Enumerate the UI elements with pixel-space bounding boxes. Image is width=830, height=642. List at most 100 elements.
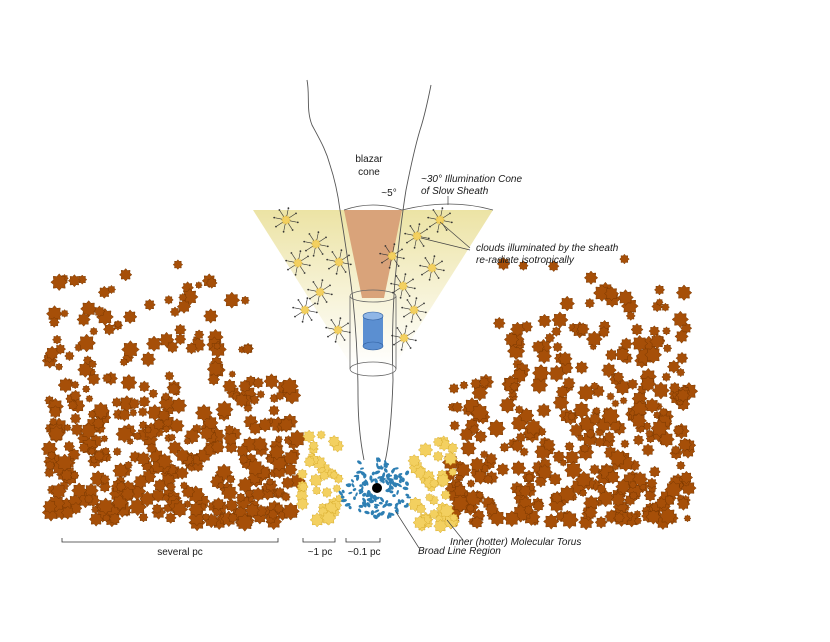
- dust-cloud: [559, 295, 575, 312]
- radiation-ray: [382, 257, 389, 263]
- radiation-ray: [392, 283, 400, 286]
- dust-cloud: [449, 420, 461, 432]
- dust-cloud: [605, 469, 621, 485]
- dust-cloud: [69, 412, 82, 425]
- radiation-ray: [418, 239, 424, 246]
- dust-cloud: [88, 511, 104, 527]
- torus-cloud: [316, 430, 327, 440]
- torus-cloud: [440, 489, 451, 501]
- blr-cloud: [388, 512, 392, 518]
- radiation-ray: [294, 307, 302, 310]
- illuminated-cloud: [300, 305, 310, 315]
- dust-cloud: [572, 401, 591, 419]
- dust-cloud: [274, 435, 284, 444]
- dust-cloud: [113, 319, 123, 329]
- dust-cloud: [111, 396, 123, 408]
- radiation-arrowhead: [285, 259, 288, 262]
- dust-cloud: [51, 334, 63, 345]
- dust-cloud: [639, 375, 657, 393]
- dust-cloud: [47, 425, 66, 443]
- blr-cloud: [366, 497, 373, 502]
- radiation-ray: [323, 285, 330, 291]
- radiation-ray: [410, 226, 416, 233]
- radiation-arrowhead: [401, 248, 403, 251]
- dust-cloud: [574, 360, 589, 375]
- dust-cloud: [588, 463, 601, 476]
- dust-cloud: [210, 439, 226, 455]
- radiation-arrowhead: [400, 348, 403, 351]
- dust-cloud: [194, 281, 203, 290]
- dust-cloud: [514, 404, 525, 415]
- radiation-arrowhead: [384, 245, 387, 247]
- dust-cloud: [199, 425, 215, 441]
- blr-cloud: [353, 474, 360, 478]
- radiation-arrowhead: [292, 306, 295, 309]
- radiation-ray: [407, 338, 415, 341]
- radiation-ray: [306, 245, 313, 251]
- radiation-arrowhead: [287, 268, 289, 271]
- dust-cloud: [87, 447, 96, 456]
- label-blazar: blazar: [355, 154, 383, 165]
- dust-cloud: [252, 436, 268, 452]
- dust-cloud: [617, 289, 634, 306]
- dust-cloud: [244, 502, 260, 518]
- radiation-ray: [425, 258, 431, 265]
- dust-cloud: [167, 382, 181, 396]
- blr-cloud: [381, 472, 386, 479]
- torus-cloud: [329, 470, 339, 480]
- blr-cloud: [359, 484, 363, 487]
- radiation-arrowhead: [282, 230, 285, 233]
- dust-cloud: [67, 274, 81, 288]
- dust-cloud: [646, 477, 658, 489]
- dust-cloud: [169, 306, 181, 318]
- dust-cloud: [70, 422, 84, 437]
- radiation-ray: [403, 307, 411, 310]
- radiation-arrowhead: [415, 297, 418, 300]
- blr-cloud: [390, 485, 393, 490]
- dust-cloud: [275, 391, 285, 401]
- blr-cloud: [374, 505, 378, 509]
- radiation-ray: [421, 265, 429, 268]
- radiation-ray: [302, 313, 305, 321]
- radiation-ray: [440, 209, 443, 217]
- dust-cloud: [166, 340, 179, 354]
- dust-cloud: [235, 513, 254, 532]
- radiation-arrowhead: [340, 249, 343, 252]
- radiation-arrowhead: [330, 319, 333, 321]
- dust-cloud: [100, 434, 109, 443]
- dust-cloud: [162, 424, 171, 434]
- radiation-arrowhead: [305, 249, 307, 252]
- dust-cloud: [115, 425, 134, 444]
- dust-cloud: [148, 388, 159, 399]
- dust-cloud: [503, 331, 520, 348]
- dust-cloud: [42, 499, 58, 514]
- dust-cloud: [63, 440, 76, 453]
- radiation-ray: [338, 319, 341, 327]
- clouds-leader-2: [420, 237, 471, 251]
- dust-cloud: [560, 510, 579, 530]
- dust-cloud: [518, 484, 532, 498]
- dust-cloud: [641, 443, 655, 457]
- radiation-ray: [309, 289, 317, 292]
- blr-cloud: [394, 509, 399, 515]
- radiation-ray: [319, 237, 326, 243]
- radiation-ray: [332, 252, 338, 259]
- torus-cloud: [308, 440, 319, 451]
- torus-cloud: [443, 451, 458, 466]
- dust-cloud: [503, 510, 521, 528]
- radiation-arrowhead: [393, 243, 396, 246]
- radiation-arrowhead: [329, 284, 331, 287]
- blr-cloud: [396, 489, 399, 495]
- radiation-arrowhead: [442, 269, 445, 272]
- radiation-arrowhead: [428, 278, 431, 281]
- radiation-ray: [287, 260, 295, 263]
- blr-cloud: [370, 478, 375, 483]
- dust-cloud: [619, 396, 628, 405]
- torus-cloud: [296, 468, 308, 480]
- radiation-arrowhead: [437, 277, 440, 279]
- radiation-ray: [437, 223, 440, 231]
- dust-cloud: [594, 515, 608, 529]
- dust-cloud: [524, 418, 543, 436]
- scale-bracket-1pc: [302, 538, 336, 543]
- jet-cylinder-top: [362, 311, 384, 321]
